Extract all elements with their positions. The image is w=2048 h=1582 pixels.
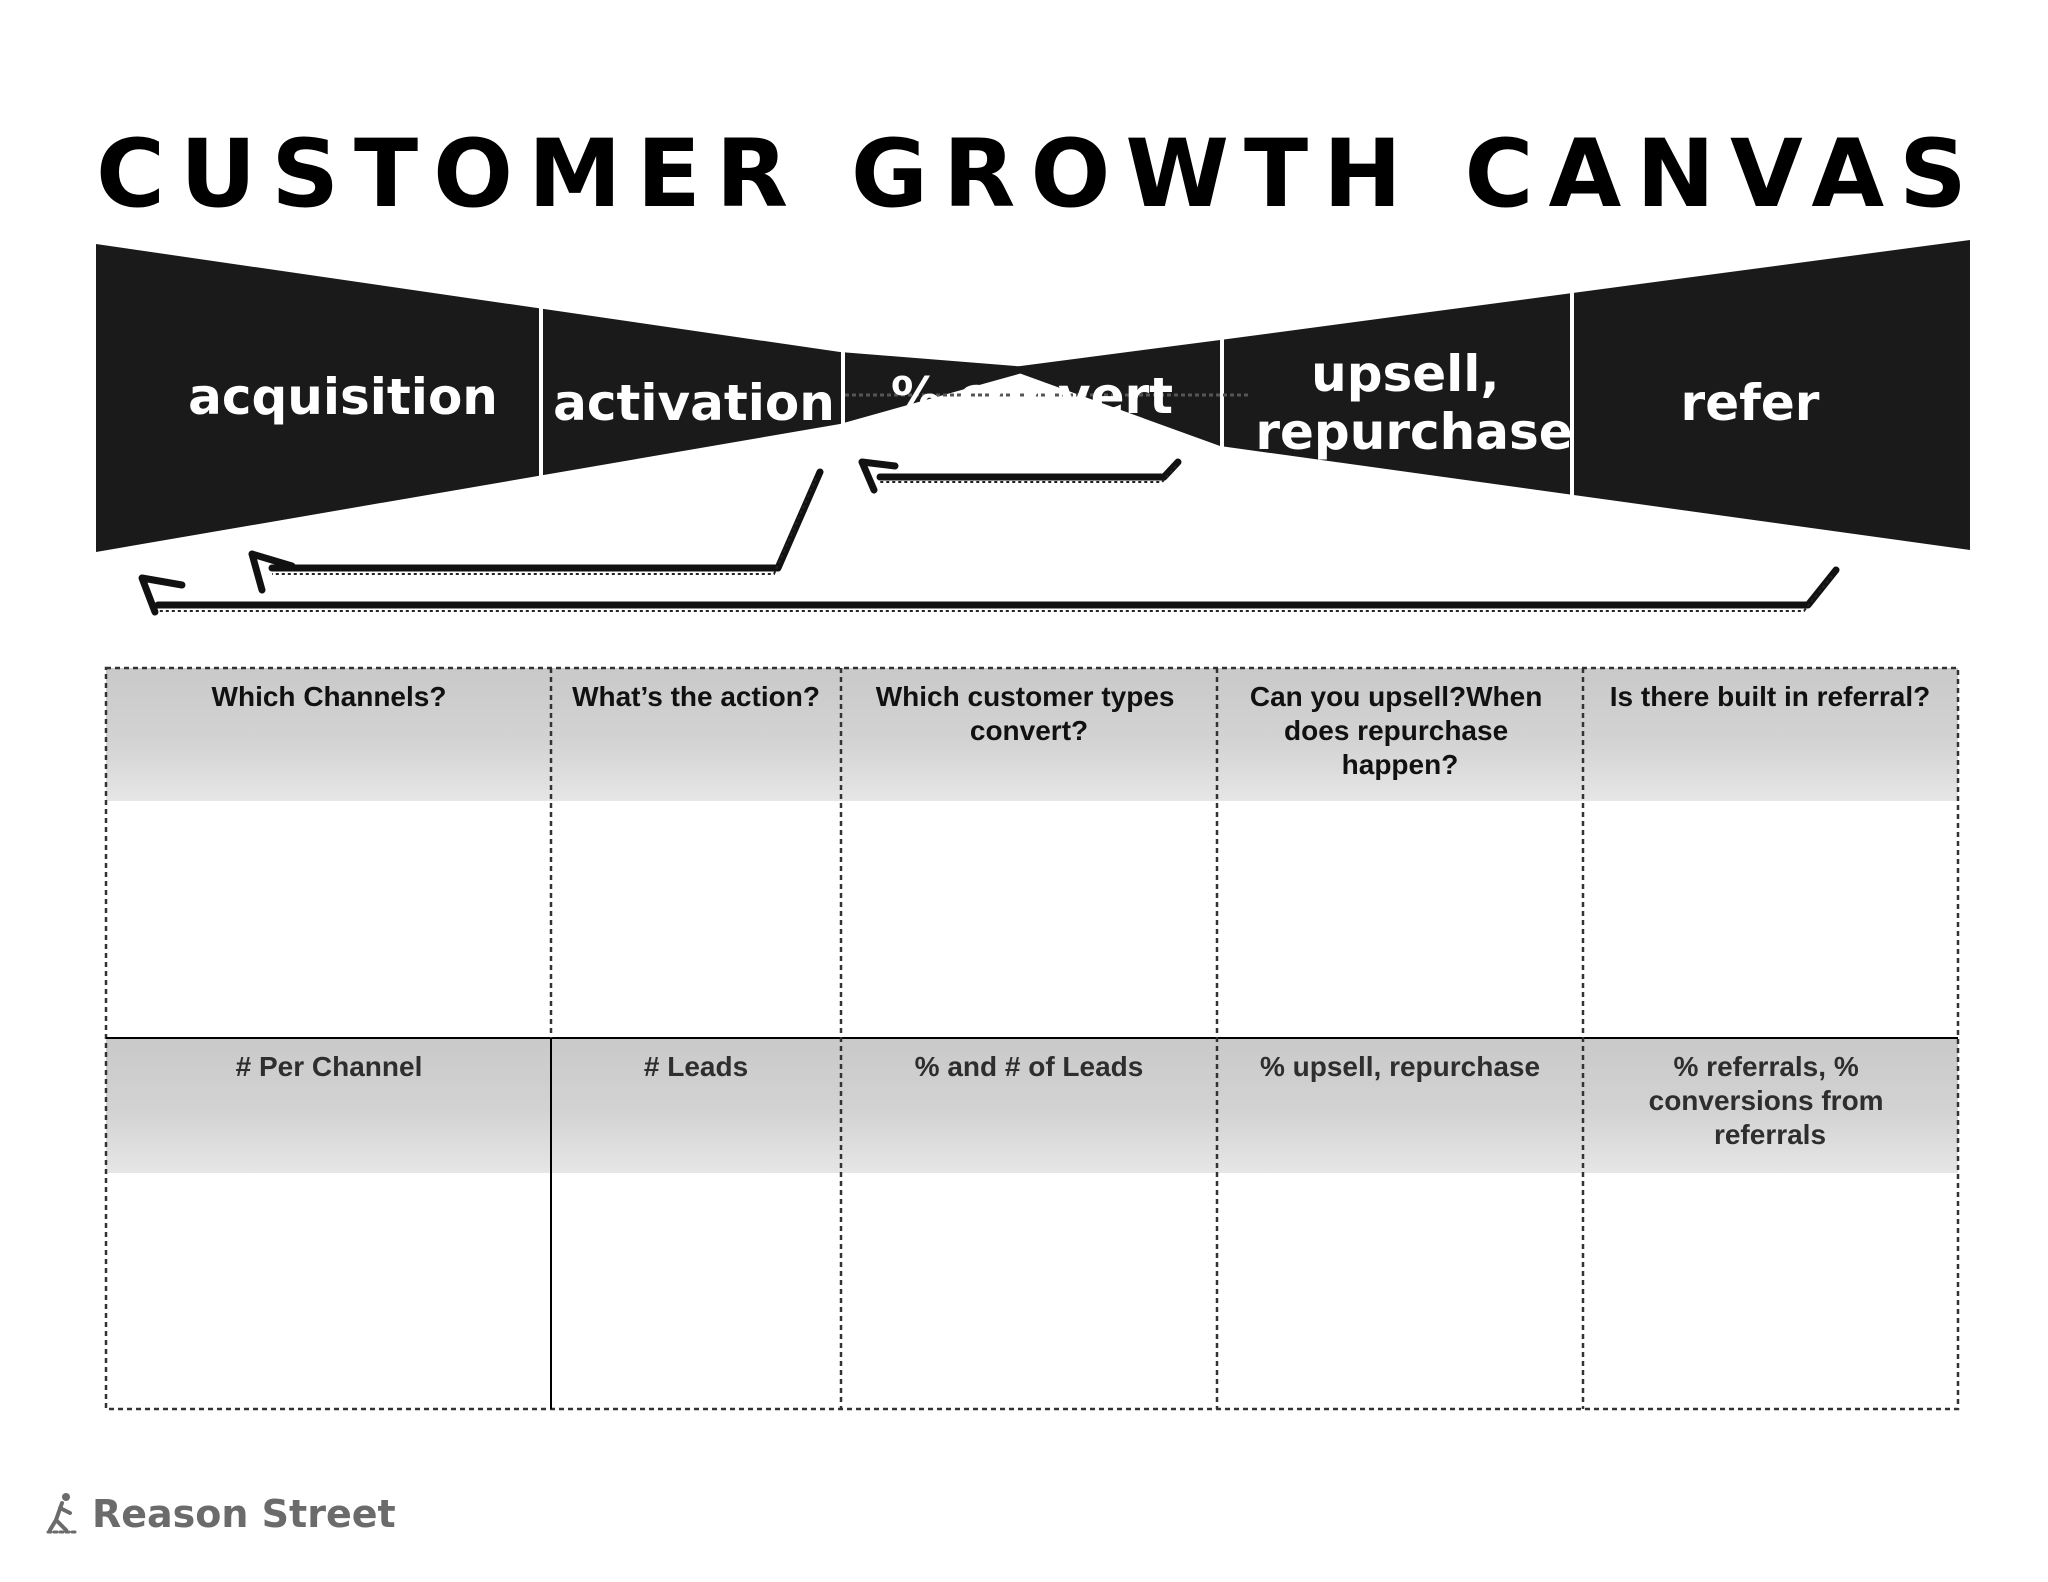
question-built-in-referral: Is there built in referral? <box>1610 681 1931 712</box>
metric-leads: # Leads <box>644 1051 748 1082</box>
funnel-right-shape <box>1005 240 1970 550</box>
arrow-convert-to-acquisition <box>248 468 824 594</box>
reason-street-logo: Reason Street <box>46 1492 396 1536</box>
metric-upsell-repurchase: % upsell, repurchase <box>1260 1051 1540 1082</box>
funnel-left-shape <box>96 244 1040 552</box>
arrow-refer-to-start <box>138 566 1840 616</box>
answer-cell-row1[interactable] <box>106 801 1958 1038</box>
stage-label-convert: % convert <box>891 367 1173 425</box>
question-whats-the-action: What’s the action? <box>572 681 820 712</box>
stage-label-upsell: upsell, repurchase <box>1255 345 1572 461</box>
stage-label-acquisition: acquisition <box>188 368 498 426</box>
walking-figure-icon <box>46 1493 80 1534</box>
funnel-diagram: acquisition activation % convert upsell,… <box>96 240 1970 552</box>
question-upsell-repurchase: Can you upsell?When does repurchase happ… <box>1250 681 1550 780</box>
page-title: CUSTOMER GROWTH CANVAS <box>96 120 1982 229</box>
metric-percent-leads: % and # of Leads <box>915 1051 1144 1082</box>
stage-label-refer: refer <box>1681 374 1820 432</box>
canvas-table: Which Channels? What’s the action? Which… <box>104 666 1960 1411</box>
logo-text: Reason Street <box>92 1492 396 1536</box>
stage-label-activation: activation <box>553 374 835 432</box>
question-which-channels: Which Channels? <box>212 681 447 712</box>
metric-referrals: % referrals, % conversions from referral… <box>1649 1051 1892 1150</box>
metric-per-channel: # Per Channel <box>236 1051 423 1082</box>
question-header-band <box>106 668 1958 801</box>
feedback-arrows <box>138 458 1840 616</box>
answer-cell-row2[interactable] <box>106 1173 1958 1409</box>
question-customer-types: Which customer types convert? <box>876 681 1183 746</box>
arrow-upsell-to-convert <box>858 458 1182 494</box>
metric-header-band <box>106 1038 1958 1173</box>
